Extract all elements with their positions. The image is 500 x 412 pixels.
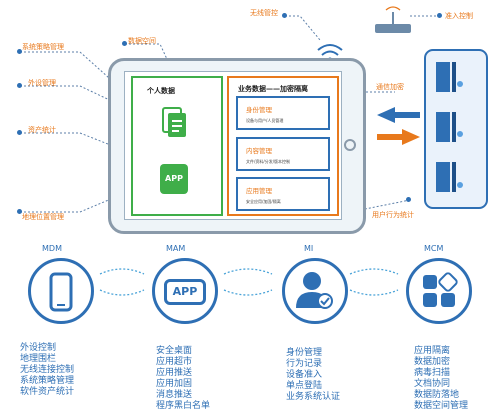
content-management-desc: 文件/资料/分发/版本控制	[246, 159, 291, 164]
smartphone-icon	[49, 272, 73, 312]
feature-item: 应用加固	[156, 379, 193, 389]
feature-item: 文档协同	[414, 379, 451, 389]
feature-item: 应用隔离	[414, 346, 451, 356]
label-geo-location: 地理位置管理	[22, 213, 64, 221]
feature-item: 应用推送	[156, 368, 193, 378]
module-mdm-title: MDM	[42, 244, 62, 253]
connector-dot	[282, 13, 287, 18]
feature-item: 地理围栏	[20, 354, 57, 364]
app-icon-mam-text: APP	[172, 285, 198, 298]
document-icon	[162, 107, 186, 137]
app-management-desc: 安全应用/加固/隔离	[246, 199, 281, 204]
feature-item: 单点登陆	[286, 381, 323, 391]
feature-item: 数据空间管理	[414, 401, 469, 411]
content-management-title: 内容管理	[246, 147, 272, 155]
label-peripheral: 外设管理	[28, 79, 56, 87]
connector-dot	[17, 130, 22, 135]
identity-management-box: 身份管理 设备与用户/人员管理	[236, 96, 330, 130]
connector-dot	[17, 83, 22, 88]
feature-item: 数据加密	[414, 357, 451, 367]
app-grid-icon	[423, 272, 458, 307]
identity-management-desc: 设备与用户/人员管理	[246, 118, 284, 123]
app-management-box: 应用管理 安全应用/加固/隔离	[236, 177, 330, 211]
module-mcm-title: MCM	[424, 244, 444, 253]
connector-dot	[406, 197, 411, 202]
home-button	[344, 139, 356, 151]
feature-item: 外设控制	[20, 343, 57, 353]
business-data-title: 业务数据——加密隔离	[238, 85, 308, 93]
app-icon-personal-text: APP	[165, 174, 183, 183]
feature-item: 身份管理	[286, 348, 323, 358]
user-shield-icon	[296, 272, 333, 309]
module-mam-title: MAM	[166, 244, 186, 253]
personal-data-panel	[131, 76, 223, 216]
feature-item: 业务系统认证	[286, 392, 341, 402]
feature-item: 设备准入	[286, 370, 323, 380]
label-user-behavior: 用户行为统计	[372, 211, 414, 219]
mi-feature-list: 身份管理 行为记录 设备准入 单点登陆 业务系统认证	[286, 348, 340, 403]
connector-dot	[17, 49, 22, 54]
connector-dot	[437, 13, 442, 18]
feature-item: 无线连接控制	[20, 365, 75, 375]
feature-item: 病毒扫描	[414, 368, 451, 378]
module-mdm-circle	[28, 258, 94, 324]
app-management-title: 应用管理	[246, 187, 272, 195]
feature-item: 行为记录	[286, 359, 323, 369]
mcm-feature-list: 应用隔离 数据加密 病毒扫描 文档协同 数据防落地 数据空间管理	[414, 346, 468, 412]
mam-feature-list: 安全桌面 应用超市 应用推送 应用加固 消息推送 程序黑白名单	[156, 346, 210, 412]
feature-item: 软件资产统计	[20, 387, 75, 397]
label-wireless: 无线管控	[250, 9, 278, 17]
module-mi-title: MI	[304, 244, 314, 253]
feature-item: 消息推送	[156, 390, 193, 400]
connector-dot	[122, 41, 127, 46]
label-data-space: 数据空间	[128, 37, 156, 45]
app-icon-personal	[160, 164, 188, 194]
feature-item: 安全桌面	[156, 346, 193, 356]
label-device-policy: 系统策略管理	[22, 43, 64, 51]
app-icon-mam	[164, 279, 206, 305]
label-access-control: 准入控制	[445, 12, 473, 20]
personal-data-title: 个人数据	[147, 87, 175, 95]
module-mi-circle	[282, 258, 348, 324]
module-mam-circle	[152, 258, 218, 324]
feature-item: 系统策略管理	[20, 376, 75, 386]
label-asset-stats: 资产统计	[28, 126, 56, 134]
feature-item: 程序黑白名单	[156, 401, 211, 411]
identity-management-title: 身份管理	[246, 106, 272, 114]
label-comm-encryption: 通信加密	[376, 83, 404, 91]
feature-item: 数据防落地	[414, 390, 460, 400]
connector-dot	[17, 209, 22, 214]
mdm-feature-list: 外设控制 地理围栏 无线连接控制 系统策略管理 软件资产统计	[20, 343, 74, 398]
module-mcm-circle	[406, 258, 472, 324]
feature-item: 应用超市	[156, 357, 193, 367]
content-management-box: 内容管理 文件/资料/分发/版本控制	[236, 137, 330, 171]
